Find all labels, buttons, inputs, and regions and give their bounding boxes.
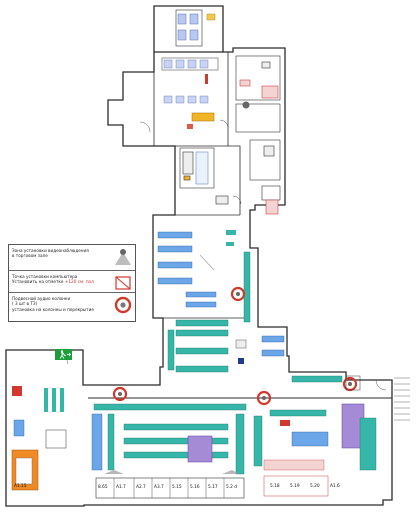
stairs-hatch xyxy=(394,377,410,421)
room-label: 5.16 xyxy=(190,485,200,490)
room-label: 8.65 xyxy=(98,485,108,490)
upper-retail-hall xyxy=(157,230,251,323)
speaker-icon xyxy=(230,286,246,302)
legend-line: в торговом зале xyxy=(12,253,48,259)
camera-dome-icon xyxy=(242,101,250,109)
room-label: 5.19 xyxy=(290,484,300,489)
running-man-icon xyxy=(55,349,72,360)
middle-office xyxy=(179,147,229,205)
right-rooms xyxy=(235,55,281,215)
room-label: 5.2 d xyxy=(226,485,237,490)
legend-line: ( 3 шт в ТЗ) xyxy=(12,301,38,307)
computer-point-icon xyxy=(115,276,131,290)
room-label: A2.7 xyxy=(136,485,146,490)
legend-row-speaker: Подвесной аудио колонки ( 3 шт в ТЗ) уст… xyxy=(9,293,135,321)
speaker-icon xyxy=(256,390,272,406)
left-wing xyxy=(11,386,67,491)
room-label: 5.15 xyxy=(172,485,182,490)
room-label: 5.20 xyxy=(310,484,320,489)
legend-box: Зона установки видеонаблюдения в торгово… xyxy=(8,244,136,322)
right-wing xyxy=(253,375,377,497)
legend-dimension: +120 см. пол xyxy=(64,279,94,285)
room-label: A1.6 xyxy=(330,484,340,489)
legend-line: Установить на отметке xyxy=(12,279,64,285)
legend-row-camera: Зона установки видеонаблюдения в торгово… xyxy=(9,245,135,271)
speaker-icon xyxy=(112,386,128,402)
room-label: A3.7 xyxy=(154,485,164,490)
legend-row-computer: Точка установки компьютера Установить на… xyxy=(9,271,135,293)
legend-line: Зона установки видеонаблюдения xyxy=(12,248,89,253)
room-label: A1.15 xyxy=(14,484,27,489)
middle-equipment xyxy=(167,319,343,383)
main-hall xyxy=(91,403,247,499)
legend-line: установка на колонны и перекрытие xyxy=(12,306,94,312)
room-label: 5.17 xyxy=(208,485,218,490)
restroom-block xyxy=(161,9,219,129)
speaker-markers xyxy=(112,286,358,406)
building-walls xyxy=(5,5,393,507)
exit-sign xyxy=(55,349,72,360)
legend-line: Точка установки компьютера xyxy=(12,274,78,279)
speaker-icon xyxy=(114,296,132,314)
ceiling-camera-icon xyxy=(115,249,131,265)
legend-line: Подвесной аудио колонки xyxy=(12,296,71,301)
room-label: A1.7 xyxy=(116,485,126,490)
room-label: 5.18 xyxy=(270,484,280,489)
